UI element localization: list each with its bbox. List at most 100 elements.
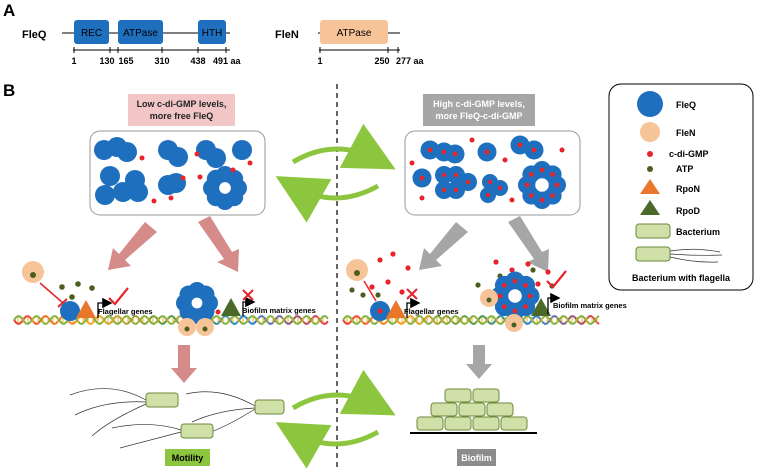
high-c-di-gmp-free (390, 251, 396, 257)
flen-label: FleN (275, 29, 299, 41)
legend-flen-label: FleN (676, 128, 696, 138)
low-fleq (168, 147, 188, 167)
fleq-tick-310: 310 (154, 56, 169, 66)
high-c-di-gmp-free (525, 261, 531, 267)
high-c-di-gmp-free (493, 259, 499, 265)
high-grey-arrows (419, 216, 549, 272)
high-flagellar-genes-label: Flagellar genes (404, 307, 459, 316)
high-rpod (531, 298, 551, 316)
fleq-hth-domain (198, 20, 226, 44)
low-fleq (206, 148, 226, 168)
high-c-di-gmp-free (399, 289, 405, 295)
high-c-di-gmp (497, 185, 503, 191)
motility-bacterium (145, 392, 179, 408)
low-fleq-cluster-group (94, 137, 253, 210)
high-atp-on-flen (486, 297, 492, 303)
high-heptamer-dna-c-di-gmp (527, 293, 533, 299)
panel-a-letter: A (3, 1, 15, 20)
legend-atp-symbol (647, 166, 653, 172)
flen-atpase-label: ATPase (337, 28, 372, 39)
legend-fleq-label: FleQ (676, 100, 696, 110)
fleq-rec-label: REC (81, 28, 102, 39)
legend-atp-label: ATP (676, 164, 693, 174)
legend-flagella-lines (669, 248, 723, 263)
high-c-di-gmp (485, 192, 491, 198)
low-pink-arrows (108, 216, 239, 272)
legend-flen-symbol (640, 122, 660, 142)
low-c-di-gmp-near-heptamer (215, 309, 221, 315)
high-c-di-gmp (453, 172, 459, 178)
high-c-di-gmp (452, 151, 458, 157)
legend-c-di-gmp-symbol (647, 151, 653, 157)
fleq-tick-438: 438 (190, 56, 205, 66)
high-heptamer-dna-c-di-gmp (501, 282, 507, 288)
biofilm-bacterium (486, 402, 514, 417)
low-atp-on-flen (184, 326, 190, 332)
dna-strand (13, 314, 329, 326)
high-inhibition-line (363, 280, 377, 302)
high-c-di-gmp (427, 147, 433, 153)
low-atp-on-flen (202, 326, 208, 332)
low-flagellar-check (108, 287, 129, 306)
low-flagellar-promoter-arrow (97, 297, 113, 318)
legend-flagellated-bacterium-symbol (635, 246, 671, 262)
fleq-atpase-label: ATPase (123, 28, 158, 39)
biofilm-bacterium (444, 416, 472, 431)
high-heptamer-c-di-gmp (550, 171, 556, 177)
panel-a: A FleQ REC ATPase HTH 1 130 165 310 438 … (3, 1, 425, 66)
high-c-di-gmp-free (377, 257, 383, 263)
low-c-di-gmp (168, 195, 174, 201)
top-cycle-arrow-upper (291, 123, 396, 170)
high-heptamer-c-di-gmp (539, 167, 545, 173)
high-c-di-gmp (484, 149, 490, 155)
biofilm-label: Biofilm (461, 453, 492, 463)
high-title-box (423, 94, 535, 126)
high-heptamer-dna-c-di-gmp (512, 278, 518, 284)
biofilm-bacterium (430, 402, 458, 417)
low-title-line1: Low c-di-GMP levels, (137, 99, 227, 109)
high-atp-free (349, 287, 355, 293)
motility-bacterium (180, 423, 214, 439)
fleq-tick-130: 130 (99, 56, 114, 66)
high-heptamer-dna-c-di-gmp (523, 304, 529, 310)
high-atp-on-flen (354, 270, 360, 276)
high-c-di-gmp (531, 147, 537, 153)
low-fleq (113, 182, 133, 202)
low-c-di-gmp (151, 198, 157, 204)
high-heptamer-c-di-gmp (550, 193, 556, 199)
high-flagellar-regulation: Flagellar genes Biofilm matrix genes (346, 251, 627, 332)
low-heptamer-ring-hole (219, 182, 231, 194)
legend-bacterium-symbol (635, 223, 671, 239)
high-c-di-gmp (453, 187, 459, 193)
panel-b-letter: B (3, 81, 15, 100)
legend-rpon-symbol (640, 179, 660, 194)
high-c-di-gmp-free (502, 157, 508, 163)
flen-tick-277: 277 aa (396, 56, 425, 66)
low-c-di-gmp (197, 174, 203, 180)
low-biofilm-genes-label: Biofilm matrix genes (242, 306, 316, 315)
low-outcome-arrow (171, 345, 197, 383)
low-atp-dot (69, 294, 75, 300)
low-rpon (76, 300, 96, 318)
low-fleq (117, 142, 137, 162)
high-heptamer-dna-c-di-gmp (523, 282, 529, 288)
legend-rpod-label: RpoD (676, 206, 700, 216)
biofilm-bacterium (500, 416, 528, 431)
high-heptamer-c-di-gmp (528, 171, 534, 177)
high-outcome-arrow (466, 345, 492, 379)
high-c-di-gmp (465, 179, 471, 185)
low-fleq (128, 182, 148, 202)
bottom-cycle-arrow-upper (291, 369, 396, 416)
high-c-di-gmp-free (369, 284, 375, 290)
low-c-di-gmp (180, 175, 186, 181)
legend-fleq-symbol (637, 91, 663, 117)
high-heptamer-c-di-gmp (528, 193, 534, 199)
high-c-di-gmp (419, 175, 425, 181)
high-heptamer-c-di-gmp (524, 182, 530, 188)
high-atp-on-flen (511, 322, 517, 328)
flen-tick-250: 250 (374, 56, 389, 66)
high-c-di-gmp-free (405, 265, 411, 271)
low-heptamer-dna-ring-hole (191, 297, 203, 309)
low-fleq (232, 140, 252, 160)
